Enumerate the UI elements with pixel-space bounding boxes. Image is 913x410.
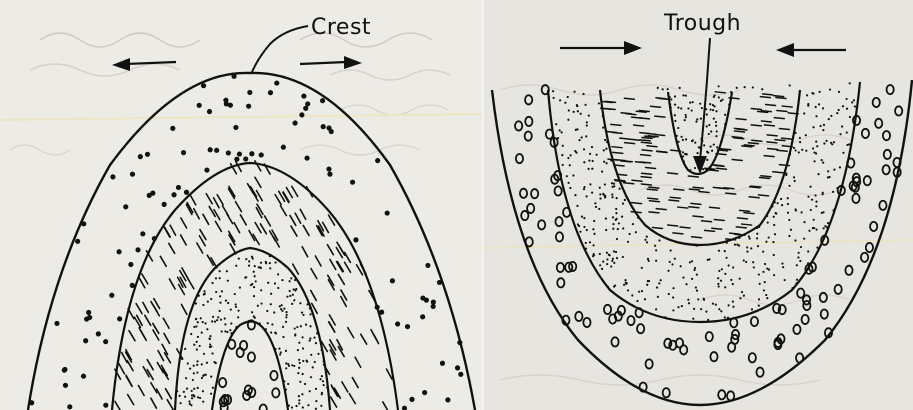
right-panel-paper: [484, 0, 913, 410]
panel-divider: [482, 0, 484, 410]
crest-label: Crest: [311, 15, 371, 40]
trough-label: Trough: [663, 11, 741, 36]
